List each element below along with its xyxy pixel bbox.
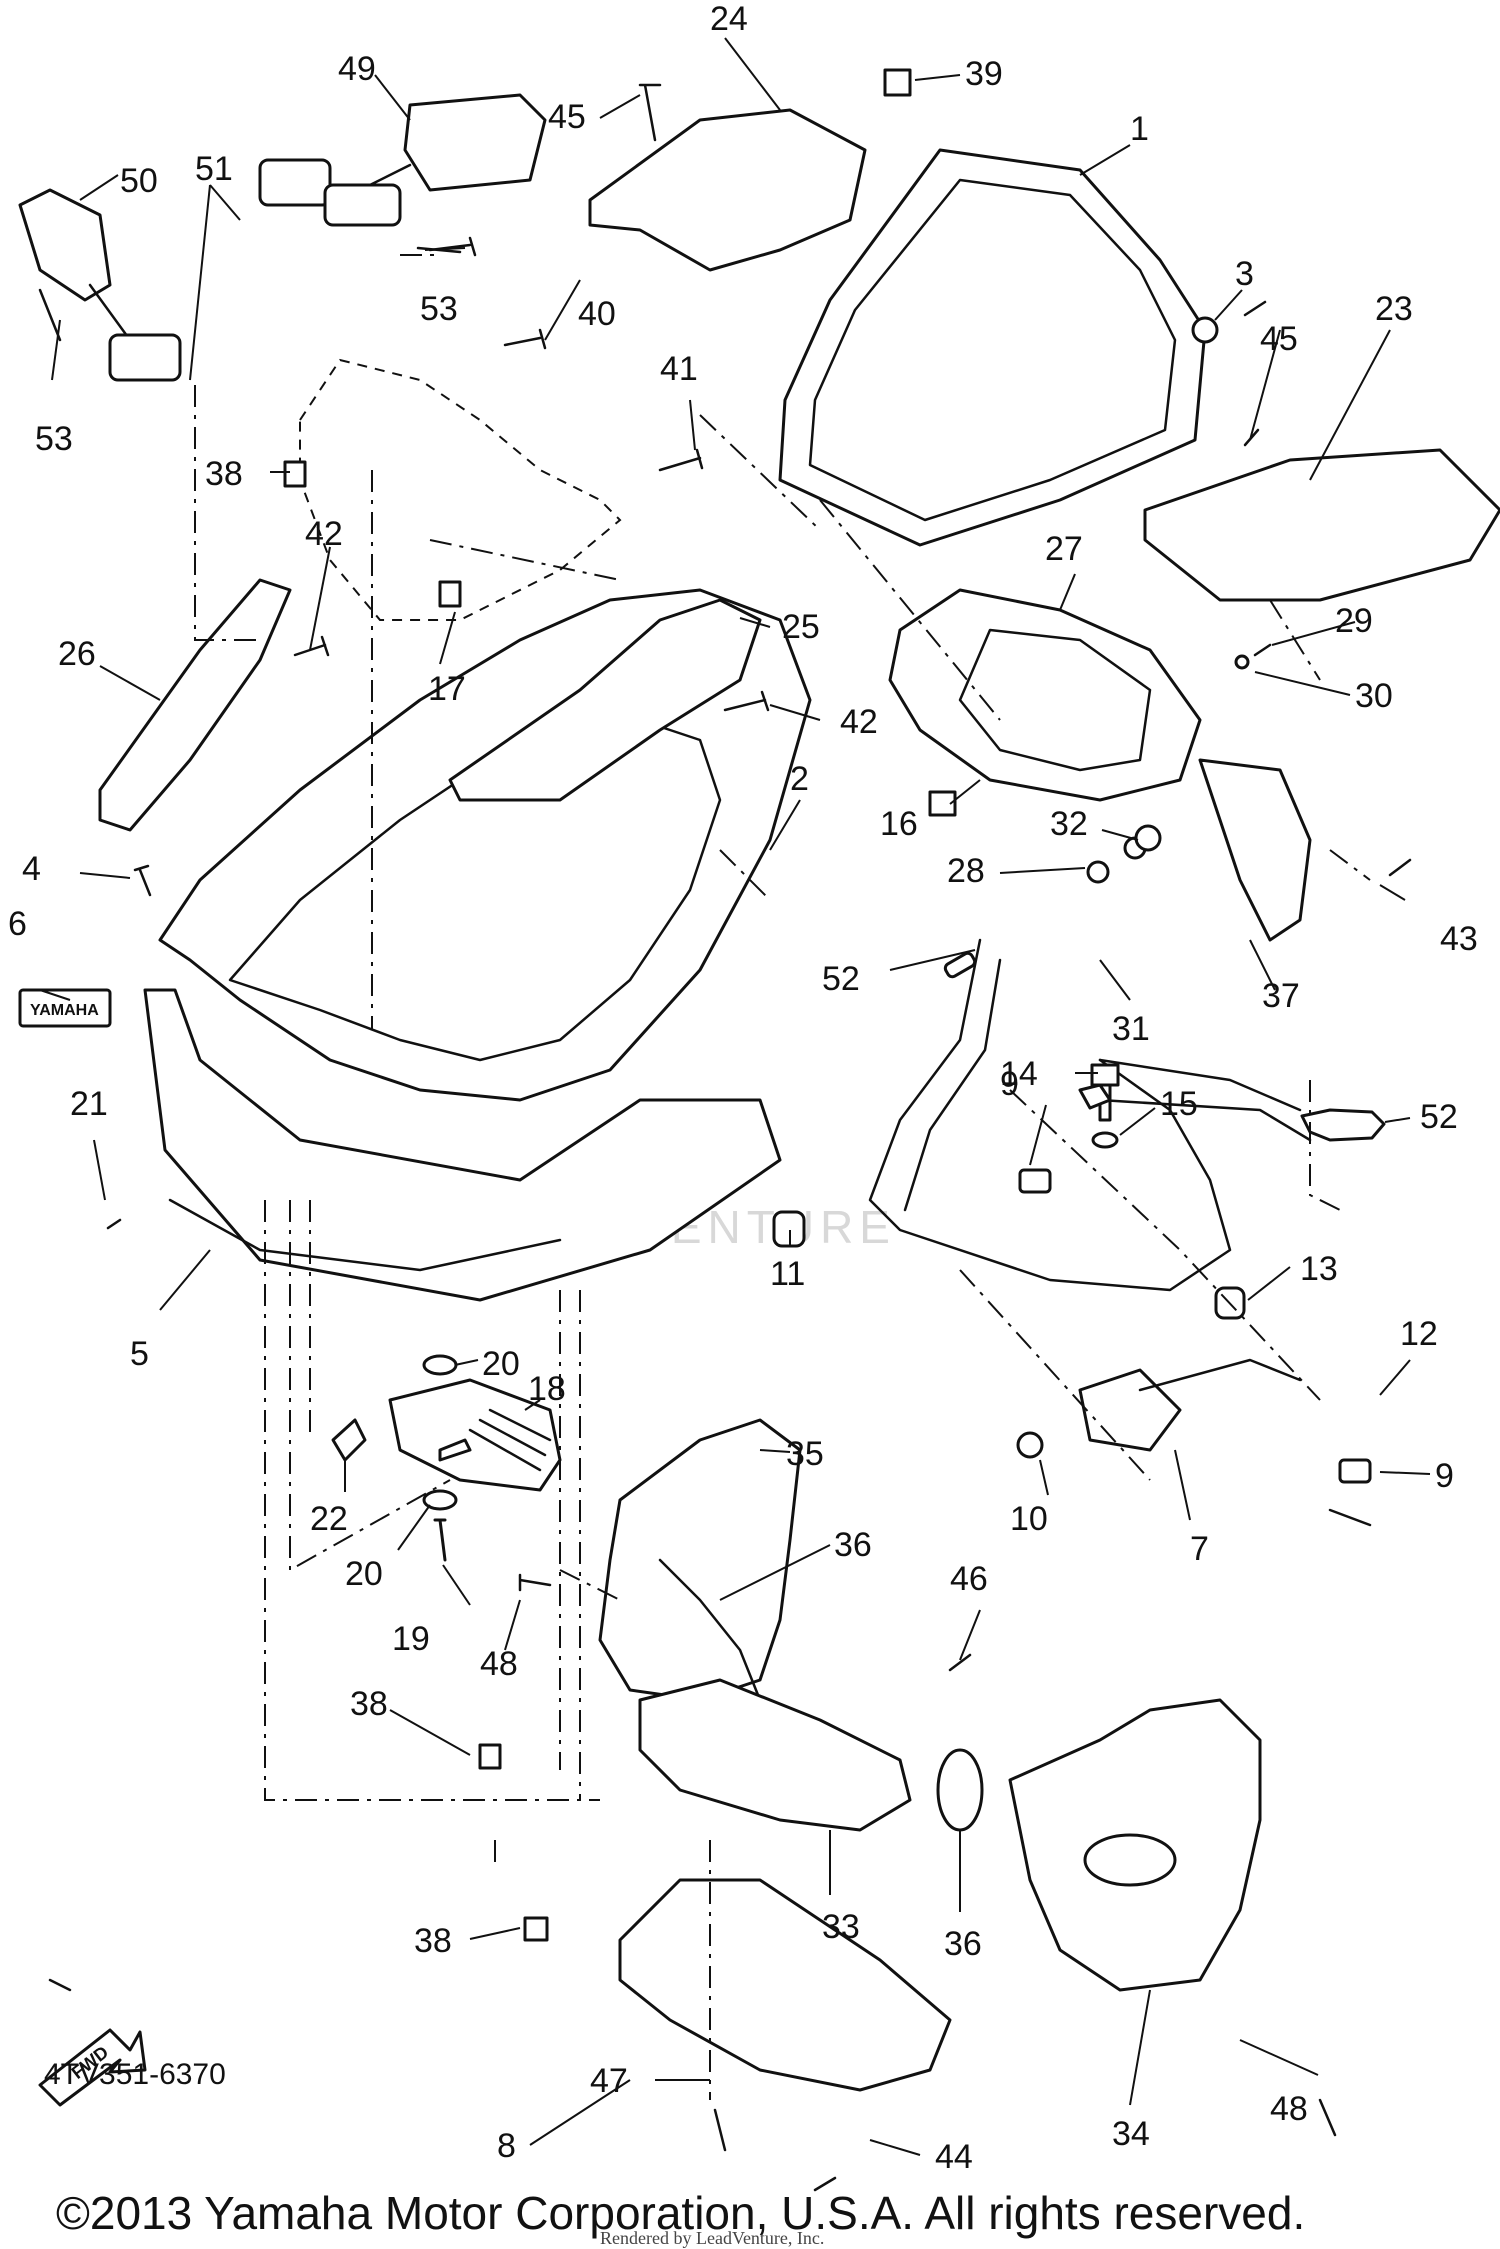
- callout-35: 35: [786, 1435, 824, 1473]
- callout-25: 25: [782, 608, 820, 646]
- inner-fairing-outline: [299, 358, 622, 621]
- mirror-right: [258, 93, 547, 227]
- callout-30: 30: [1355, 677, 1393, 715]
- duct-cover: [388, 1378, 562, 1492]
- callout-52b: 52: [1420, 1098, 1458, 1136]
- callout-53b: 53: [35, 420, 73, 458]
- inner-panel-top: [588, 108, 867, 272]
- cowling-stay: [868, 938, 1312, 1452]
- callout-11: 11: [770, 1255, 805, 1293]
- callout-29: 29: [1335, 602, 1373, 640]
- callout-9a: 9: [1000, 1065, 1019, 1103]
- callout-40: 40: [578, 295, 616, 333]
- callout-45a: 45: [548, 98, 586, 136]
- callout-9b: 9: [1435, 1457, 1454, 1495]
- callout-1: 1: [1130, 110, 1149, 148]
- callout-20b: 20: [345, 1555, 383, 1593]
- callout-12: 12: [1400, 1315, 1438, 1353]
- callout-24: 24: [710, 0, 748, 38]
- callout-3: 3: [1235, 255, 1254, 293]
- hose-clamp: [936, 1748, 984, 1832]
- callout-50: 50: [120, 162, 158, 200]
- callout-27: 27: [1045, 530, 1083, 568]
- callout-36b: 36: [944, 1925, 982, 1963]
- callout-7: 7: [1190, 1530, 1209, 1568]
- callout-44: 44: [935, 2138, 973, 2176]
- callout-39: 39: [965, 55, 1003, 93]
- air-duct-side: [1008, 1698, 1262, 1992]
- mirror-left: [18, 188, 182, 382]
- callout-38b: 38: [350, 1685, 388, 1723]
- callout-37: 37: [1262, 977, 1300, 1015]
- hardware: [283, 68, 1386, 1942]
- callout-36a: 36: [834, 1526, 872, 1564]
- leader-lines: [39, 37, 1431, 2156]
- callout-13: 13: [1300, 1250, 1338, 1288]
- callout-32: 32: [1050, 805, 1088, 843]
- callout-5: 5: [130, 1335, 149, 1373]
- callout-14: 14: [1000, 1055, 1038, 1093]
- callout-47: 47: [590, 2062, 628, 2100]
- windscreen: [778, 148, 1207, 547]
- callout-46: 46: [950, 1560, 988, 1598]
- callout-41: 41: [660, 350, 698, 388]
- side-panel: [448, 598, 762, 802]
- callout-43: 43: [1440, 920, 1478, 958]
- callout-48b: 48: [1270, 2090, 1308, 2128]
- headlight: [888, 588, 1202, 802]
- callout-8: 8: [497, 2127, 516, 2165]
- callout-34: 34: [1112, 2115, 1150, 2153]
- callout-21: 21: [70, 1085, 108, 1123]
- air-duct-lower: [638, 1678, 912, 1832]
- side-panel-left: [98, 578, 292, 832]
- callout-33: 33: [822, 1908, 860, 1946]
- inner-panel-right: [1143, 448, 1500, 602]
- callout-26: 26: [58, 635, 96, 673]
- callout-22: 22: [310, 1500, 348, 1538]
- callout-15: 15: [1160, 1085, 1198, 1123]
- callout-23: 23: [1375, 290, 1413, 328]
- callout-28: 28: [947, 852, 985, 890]
- callout-18: 18: [528, 1370, 566, 1408]
- callout-10: 10: [1010, 1500, 1048, 1538]
- assembly-lines: [194, 254, 1371, 2100]
- callout-6: 6: [8, 905, 27, 943]
- callout-52a: 52: [822, 960, 860, 998]
- callout-42a: 42: [305, 515, 343, 553]
- yamaha-emblem: YAMAHA: [18, 988, 112, 1028]
- callout-49: 49: [338, 50, 376, 88]
- yamaha-logo-text: YAMAHA: [30, 1002, 99, 1019]
- callout-4: 4: [22, 850, 41, 888]
- callout-38c: 38: [414, 1922, 452, 1960]
- callout-42b: 42: [840, 703, 878, 741]
- catalog-code: 4TV351-6370: [44, 2058, 226, 2091]
- callout-38a: 38: [205, 455, 243, 493]
- callout-16: 16: [880, 805, 918, 843]
- callout-20a: 20: [482, 1345, 520, 1383]
- callout-31: 31: [1112, 1010, 1150, 1048]
- callout-48a: 48: [480, 1645, 518, 1683]
- rendered-by: Rendered by LeadVenture, Inc.: [600, 2228, 825, 2248]
- callout-45b: 45: [1260, 320, 1298, 358]
- callout-53a: 53: [420, 290, 458, 328]
- callout-51: 51: [195, 150, 233, 188]
- grommet: [1191, 316, 1219, 344]
- callout-19: 19: [392, 1620, 430, 1658]
- callout-labels: 1 2 3 4 5 6 7 8 9 9 10 11 12 13 14 15 16…: [8, 0, 1478, 2176]
- air-duct-upper: [598, 1418, 802, 1702]
- callout-17: 17: [428, 670, 466, 708]
- headlight-bracket: [1198, 758, 1312, 942]
- under-cover: [618, 1878, 952, 2092]
- callout-2: 2: [790, 760, 809, 798]
- copyright-notice: ©2013 Yamaha Motor Corporation, U.S.A. A…: [56, 2187, 1306, 2239]
